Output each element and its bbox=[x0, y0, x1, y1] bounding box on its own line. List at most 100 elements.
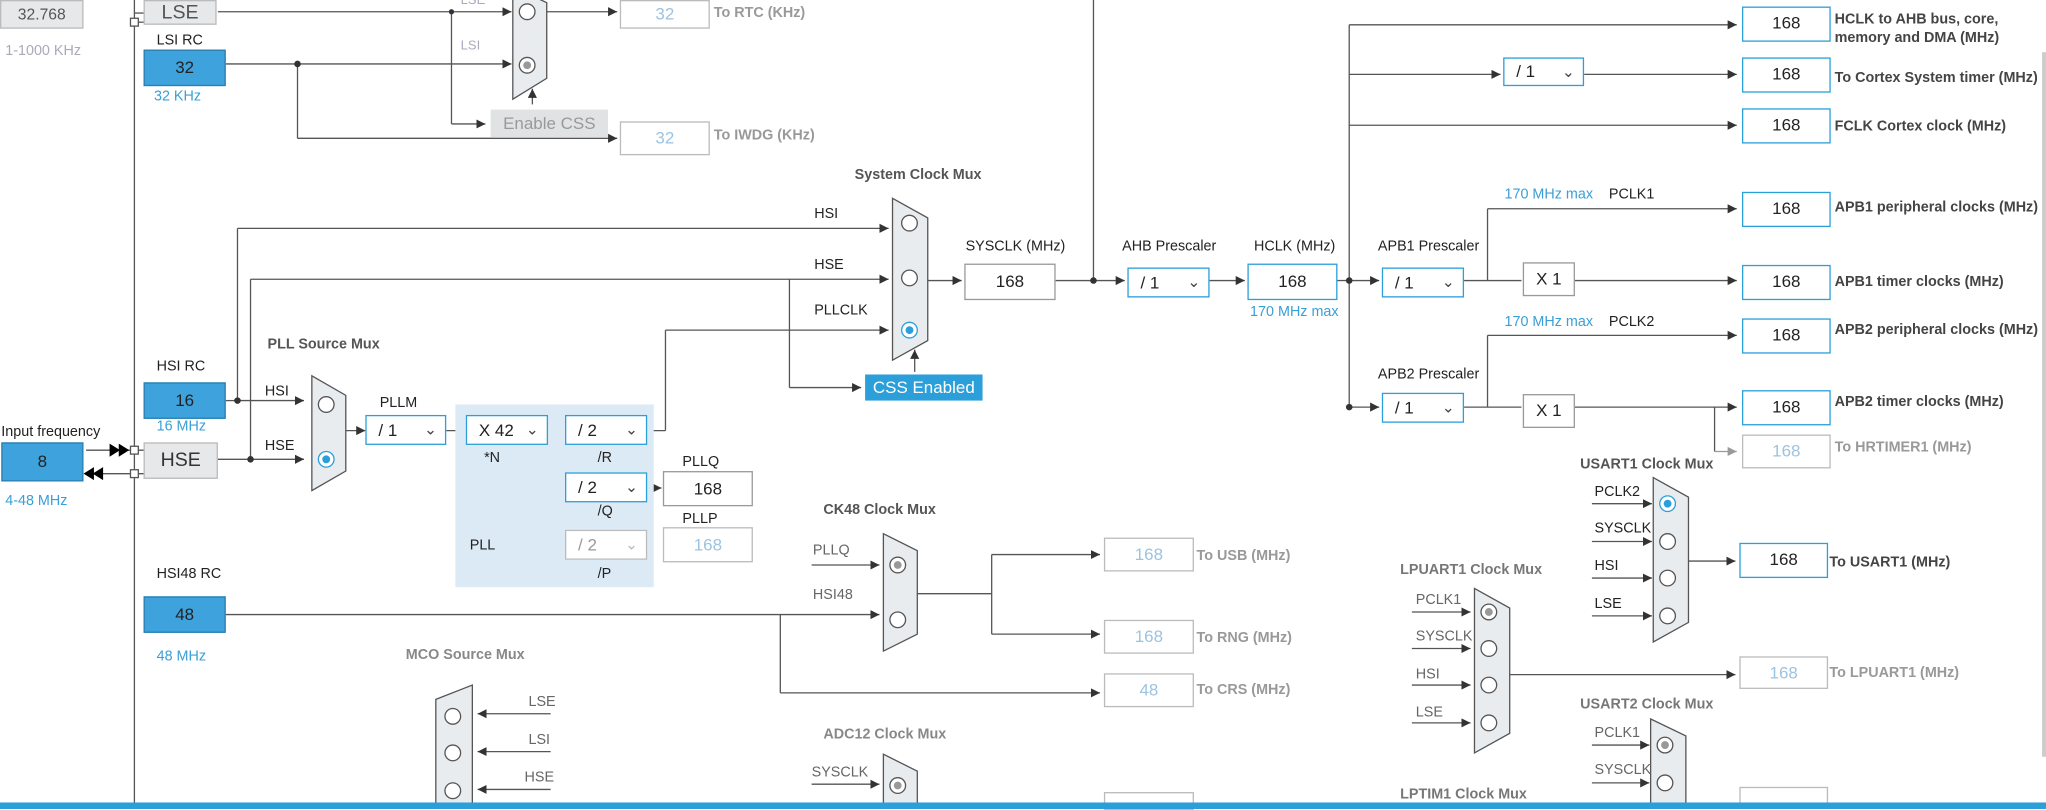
sysmux-hsi-label: HSI bbox=[814, 206, 839, 222]
lse-source-box: LSE bbox=[143, 0, 217, 25]
hse-source-box: HSE bbox=[143, 442, 218, 479]
pllm-select[interactable]: / 1⌄ bbox=[365, 414, 447, 445]
apb1-timer-output-value: 168 bbox=[1741, 264, 1831, 301]
cortex-timer-output-label: To Cortex System timer (MHz) bbox=[1834, 70, 2038, 87]
rtc-lse-wire-label: LSE bbox=[460, 0, 486, 8]
ck48-clock-mux-title: CK48 Clock Mux bbox=[823, 502, 936, 519]
hclk-max: 170 MHz max bbox=[1250, 304, 1339, 320]
vertical-scrollbar[interactable] bbox=[2042, 52, 2046, 757]
pll-q-value: / 2 bbox=[578, 477, 597, 498]
apb2-prescaler-select[interactable]: / 1⌄ bbox=[1381, 392, 1465, 423]
lse-range: 1-1000 KHz bbox=[5, 43, 82, 59]
chevron-down-icon: ⌄ bbox=[1187, 272, 1201, 291]
cortex-divider-value: / 1 bbox=[1516, 61, 1536, 81]
crs-output-label: To CRS (MHz) bbox=[1196, 682, 1291, 699]
hclk-ahb-output-label: HCLK to AHB bus, core, memory and DMA (M… bbox=[1834, 11, 2000, 46]
pll-n-multiplier-select[interactable]: X 42⌄ bbox=[465, 414, 549, 445]
pll-p-divider-select[interactable]: / 2⌄ bbox=[565, 529, 648, 560]
usart1-output-label: To USART1 (MHz) bbox=[1829, 554, 1951, 571]
lsi-rc-title: LSI RC bbox=[156, 32, 203, 49]
apb1-prescaler-select[interactable]: / 1⌄ bbox=[1381, 267, 1465, 298]
crs-output-value: 48 bbox=[1103, 673, 1194, 708]
pllp-value: 168 bbox=[662, 527, 753, 563]
apb1-timer-output-label: APB1 timer clocks (MHz) bbox=[1834, 274, 2004, 290]
pll-source-hse-label: HSE bbox=[264, 438, 295, 455]
enable-css-button[interactable]: Enable CSS bbox=[490, 109, 609, 138]
mco-lsi-label: LSI bbox=[528, 732, 551, 748]
pll-r-value: / 2 bbox=[578, 420, 597, 440]
mco-source-mux-shape[interactable] bbox=[435, 684, 474, 810]
pll-q-divider-select[interactable]: / 2⌄ bbox=[565, 472, 648, 503]
chevron-down-icon: ⌄ bbox=[1441, 272, 1455, 291]
hrtimer1-output-value: 168 bbox=[1741, 434, 1831, 469]
sysclk-label: SYSCLK (MHz) bbox=[965, 238, 1066, 255]
lsi-rc-value: 32 bbox=[143, 49, 226, 87]
usb-output-label: To USB (MHz) bbox=[1196, 548, 1291, 564]
hsi-rc-value: 16 bbox=[143, 382, 226, 419]
mco-source-mux-title: MCO Source Mux bbox=[405, 647, 525, 663]
rng-output-label: To RNG (MHz) bbox=[1196, 630, 1292, 646]
fclk-output-label: FCLK Cortex clock (MHz) bbox=[1834, 118, 2007, 135]
pll-n-label: *N bbox=[484, 450, 501, 466]
lpuart1-clock-mux-title: LPUART1 Clock Mux bbox=[1400, 562, 1543, 579]
adc12-clock-mux-title: ADC12 Clock Mux bbox=[823, 726, 947, 743]
chevron-down-icon: ⌄ bbox=[624, 420, 639, 439]
lpuart1-clock-mux-shape[interactable] bbox=[1473, 587, 1512, 755]
ahb-prescaler-title: AHB Prescaler bbox=[1122, 238, 1217, 255]
usart1-clock-mux-shape[interactable] bbox=[1652, 476, 1691, 644]
chevron-down-icon: ⌄ bbox=[525, 420, 539, 439]
lpuart1-output-value: 168 bbox=[1739, 656, 1829, 689]
ck48-pllq-label: PLLQ bbox=[812, 542, 850, 559]
system-clock-mux-title: System Clock Mux bbox=[854, 167, 982, 183]
hsi48-rc-value: 48 bbox=[143, 596, 226, 633]
cortex-timer-divider-select[interactable]: / 1 ⌄ bbox=[1503, 57, 1585, 87]
hsi48-rc-note: 48 MHz bbox=[156, 648, 207, 665]
usart1-sysclk-label: SYSCLK bbox=[1594, 520, 1652, 537]
iwdg-output-label: To IWDG (KHz) bbox=[713, 127, 815, 144]
lpuart1-hsi-label: HSI bbox=[1415, 666, 1440, 683]
chevron-down-icon: ⌄ bbox=[423, 420, 438, 439]
cortex-timer-output-value: 168 bbox=[1741, 57, 1831, 93]
chevron-down-icon: ⌄ bbox=[624, 534, 639, 554]
hclk-label: HCLK (MHz) bbox=[1253, 238, 1336, 255]
hclk-ahb-output-value: 168 bbox=[1741, 6, 1831, 42]
apb1-prescaler-title: APB1 Prescaler bbox=[1377, 238, 1480, 255]
hclk-input[interactable]: 168 bbox=[1247, 263, 1338, 301]
apb2-timer-output-label: APB2 timer clocks (MHz) bbox=[1834, 394, 2004, 410]
system-clock-mux-shape[interactable] bbox=[891, 197, 930, 362]
mco-lse-label: LSE bbox=[528, 694, 556, 710]
lpuart1-output-label: To LPUART1 (MHz) bbox=[1829, 665, 1960, 682]
css-enabled-button[interactable]: CSS Enabled bbox=[865, 374, 983, 401]
ck48-clock-mux-shape[interactable] bbox=[882, 532, 919, 653]
pll-source-hsi-radio bbox=[317, 396, 335, 413]
hse-input-frequency-field[interactable]: 8 bbox=[1, 442, 84, 482]
lse-frequency-input[interactable]: 32.768 bbox=[0, 0, 84, 29]
pll-r-label: /R bbox=[597, 450, 612, 466]
pllm-label: PLLM bbox=[379, 395, 418, 412]
pll-source-mux-title: PLL Source Mux bbox=[267, 336, 380, 353]
hsi-rc-title: HSI RC bbox=[156, 358, 206, 375]
apb2-prescaler-value: / 1 bbox=[1394, 397, 1414, 418]
hrtimer1-output-label: To HRTIMER1 (MHz) bbox=[1834, 439, 1972, 456]
lpuart1-pclk1-label: PCLK1 bbox=[1415, 592, 1462, 609]
horizontal-scrollbar[interactable] bbox=[0, 802, 2046, 810]
adc12-clock-mux-shape[interactable] bbox=[882, 753, 919, 810]
ahb-prescaler-value: / 1 bbox=[1140, 272, 1160, 293]
hsi48-rc-title: HSI48 RC bbox=[156, 566, 222, 582]
sysclk-value: 168 bbox=[964, 263, 1056, 301]
usart2-pclk1-label: PCLK1 bbox=[1594, 725, 1641, 742]
hsi-rc-note: 16 MHz bbox=[156, 418, 207, 435]
usart2-clock-mux-title: USART2 Clock Mux bbox=[1580, 696, 1714, 713]
apb1-max: 170 MHz max bbox=[1504, 186, 1594, 203]
apb2-max: 170 MHz max bbox=[1504, 314, 1594, 331]
usart1-output-value: 168 bbox=[1739, 542, 1829, 579]
fclk-output-value: 168 bbox=[1741, 108, 1831, 144]
rng-output-value: 168 bbox=[1103, 619, 1194, 654]
chevron-down-icon: ⌄ bbox=[1561, 62, 1575, 81]
pll-source-mux-shape bbox=[311, 374, 347, 492]
pll-p-label: /P bbox=[597, 566, 612, 582]
usart2-clock-mux-shape[interactable] bbox=[1649, 717, 1688, 810]
ahb-prescaler-select[interactable]: / 1 ⌄ bbox=[1127, 267, 1210, 298]
pll-r-divider-select[interactable]: / 2 ⌄ bbox=[565, 414, 648, 445]
lptim1-clock-mux-title: LPTIM1 Clock Mux bbox=[1400, 786, 1527, 803]
